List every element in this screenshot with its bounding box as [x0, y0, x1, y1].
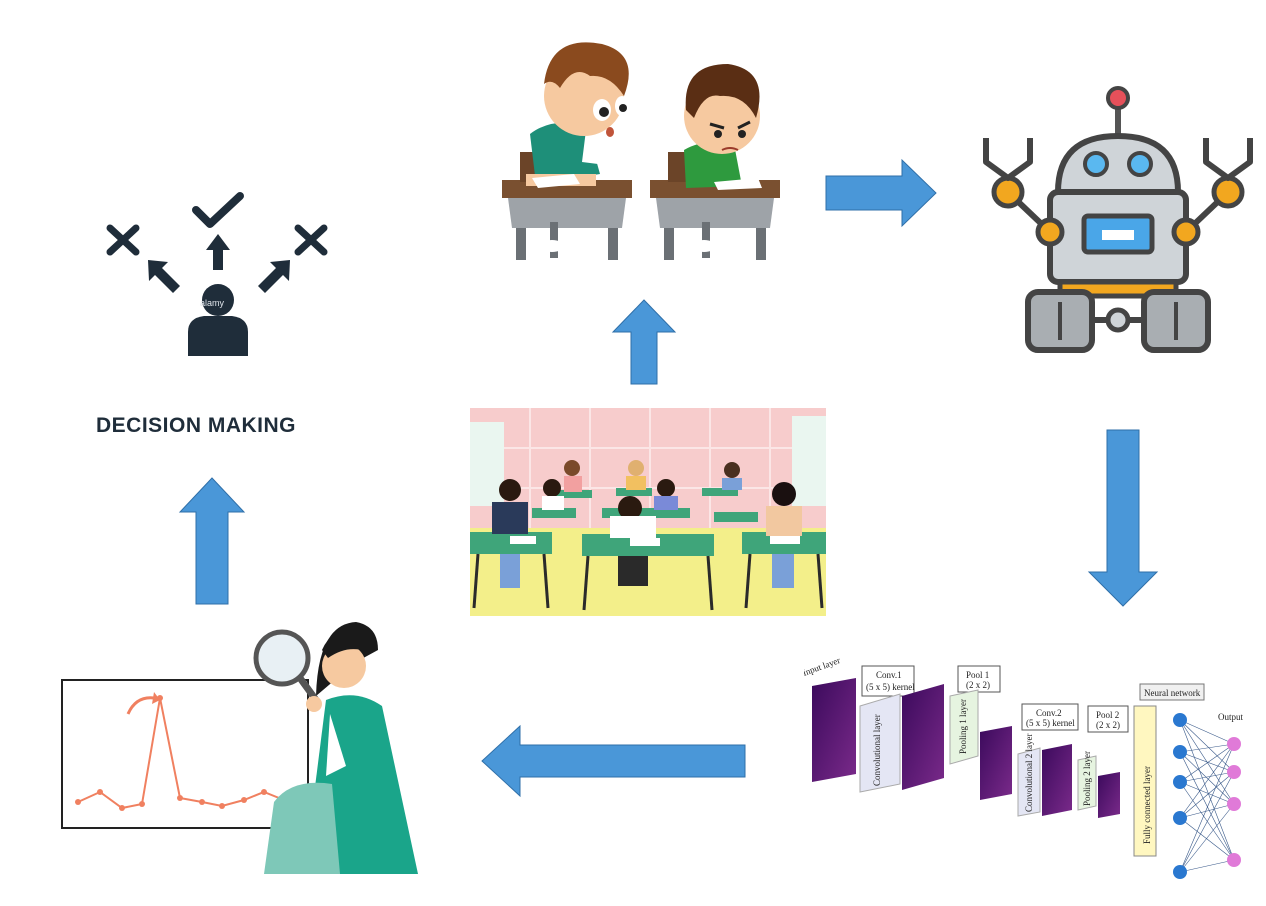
- back-row-students: [564, 460, 742, 492]
- decision-making-illustration: alamy: [106, 192, 328, 356]
- front-row-students: [492, 479, 802, 588]
- conv1-kernel-label: (5 x 5) kernel: [866, 682, 915, 692]
- arrow-right-top: [825, 158, 937, 228]
- robot-eye-right: [1127, 151, 1153, 177]
- pool2-feature-map: [1098, 772, 1120, 818]
- nn-connections: [1179, 719, 1235, 873]
- robot-arm-right: [1183, 138, 1253, 235]
- boy-right: [684, 64, 762, 252]
- conv-layer-label: Convolutional layer: [872, 714, 882, 786]
- conv1-feature-map: [902, 684, 944, 790]
- cheating-students-illustration: [502, 42, 780, 260]
- nn-output-nodes: [1227, 737, 1241, 867]
- cross-left-icon: [106, 224, 140, 256]
- pool2-layer-label: Pooling 2 layer: [1082, 751, 1092, 806]
- cross-right-icon: [294, 224, 328, 256]
- arrow-up-center: [611, 299, 677, 385]
- input-feature-map: [812, 678, 856, 782]
- desk-left: [502, 180, 632, 260]
- robot-illustration: [983, 86, 1253, 353]
- arrow-left-bottom: [481, 724, 746, 798]
- chart-board: [61, 679, 309, 829]
- conv1-label: Conv.1: [876, 670, 902, 680]
- input-layer-label: Input layer: [804, 656, 842, 678]
- boy-left: [526, 42, 629, 252]
- cnn-architecture-diagram: Input layer Conv.1 (5 x 5) kernel Convol…: [804, 656, 1244, 879]
- pool1-label: Pool 1: [966, 670, 989, 680]
- pool1-size-label: (2 x 2): [966, 680, 990, 690]
- fc-layer-label: Fully connected layer: [1142, 766, 1152, 844]
- classroom-exam-illustration: [470, 408, 826, 616]
- pool1-feature-map: [980, 726, 1012, 800]
- pool2-size-label: (2 x 2): [1096, 720, 1120, 730]
- pool1-layer-label: Pooling 1 layer: [958, 699, 968, 754]
- fully-connected-layer: [1133, 705, 1157, 857]
- decision-making-title: DECISION MAKING: [96, 414, 297, 437]
- up-right-arrow-icon: [258, 260, 290, 293]
- person-icon: [188, 284, 248, 356]
- watermark-text: alamy: [200, 298, 225, 308]
- antenna-tip: [1106, 86, 1130, 110]
- back-row-desks: [556, 488, 738, 498]
- arrow-down-right: [1087, 429, 1159, 607]
- output-label: Output: [1218, 712, 1244, 722]
- neural-network-label: Neural network: [1144, 688, 1201, 698]
- conv2-label: Conv.2: [1036, 708, 1062, 718]
- middle-row-desks: [532, 508, 758, 522]
- analyst-person: [253, 622, 418, 874]
- robot-head: [1054, 132, 1182, 195]
- middle-row-students: [542, 479, 678, 510]
- robot-arm-left: [983, 138, 1053, 235]
- arrow-up-left: [178, 477, 246, 605]
- up-arrow-icon: [206, 234, 230, 270]
- data-analyst-illustration: [61, 622, 418, 874]
- check-icon: [192, 192, 244, 228]
- conv2-kernel-label: (5 x 5) kernel: [1026, 718, 1075, 728]
- conv2-feature-map: [1042, 744, 1072, 816]
- up-left-arrow-icon: [148, 260, 180, 293]
- robot-eye-left: [1083, 151, 1109, 177]
- pool2-label: Pool 2: [1096, 710, 1119, 720]
- nn-hidden-nodes: [1173, 713, 1187, 879]
- conv2-layer-label: Convolutional 2 layer: [1024, 734, 1034, 813]
- magnifying-glass-icon: [253, 629, 311, 687]
